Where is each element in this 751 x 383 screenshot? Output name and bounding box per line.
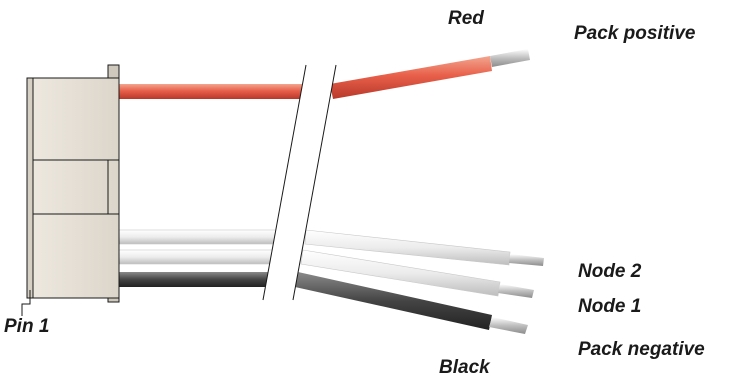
- wire-break-gap: [262, 64, 337, 301]
- label-black: Black: [439, 357, 491, 378]
- label-pin-1: Pin 1: [4, 316, 49, 337]
- red-wire: [118, 49, 530, 99]
- label-pack-positive: Pack positive: [574, 23, 696, 44]
- pin-1-leader: [21, 290, 31, 316]
- label-red: Red: [448, 8, 484, 29]
- white-wire-node-2: [117, 229, 544, 266]
- label-pack-negative: Pack negative: [578, 339, 705, 360]
- connector-housing: [26, 64, 120, 303]
- black-wire: [118, 272, 528, 334]
- label-node-2: Node 2: [578, 261, 642, 282]
- label-node-1: Node 1: [578, 296, 641, 317]
